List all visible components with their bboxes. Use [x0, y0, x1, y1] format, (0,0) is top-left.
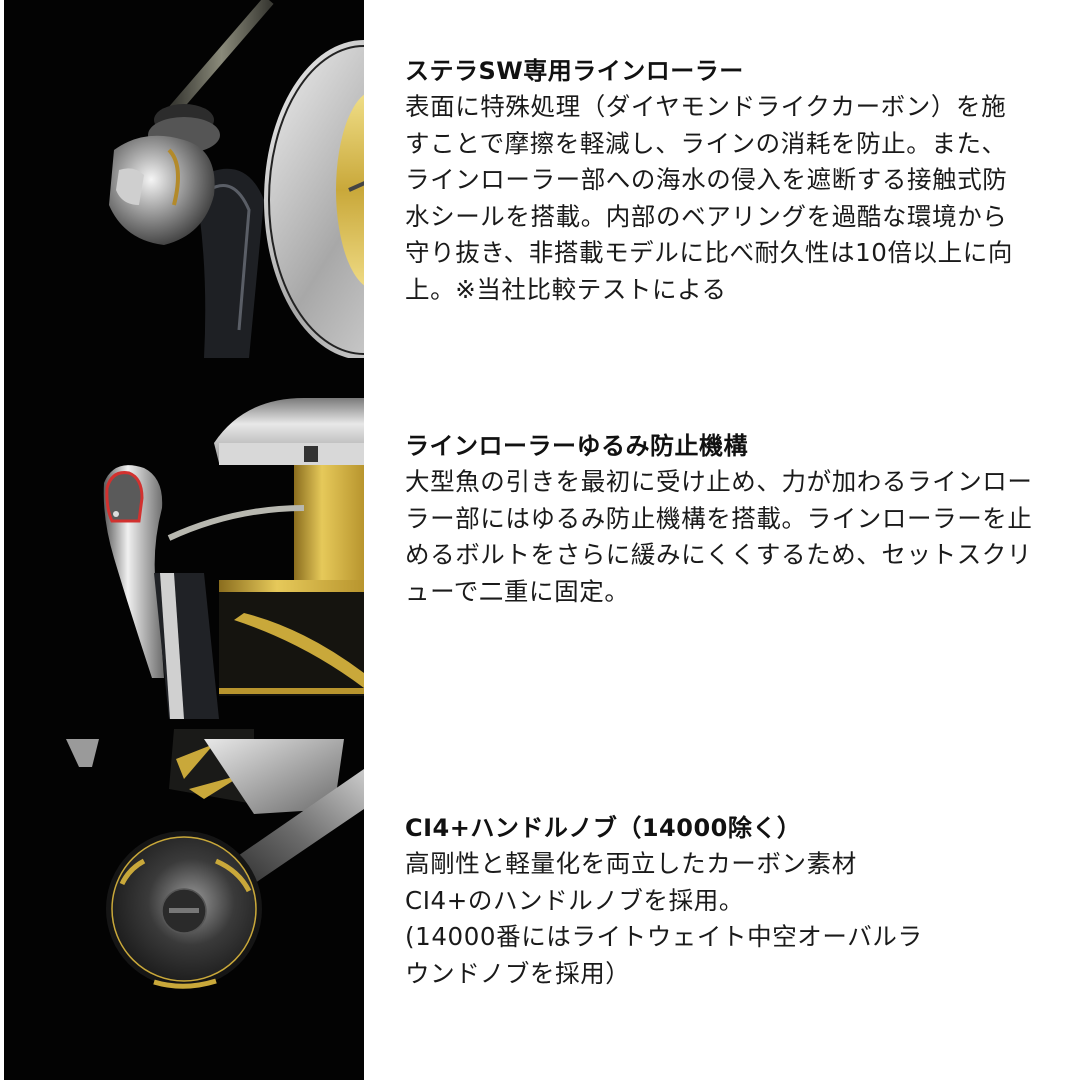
feature-title: ラインローラーゆるみ防止機構 [405, 432, 748, 460]
line-roller-closeup-photo [4, 0, 364, 358]
handle-knob-photo [4, 719, 364, 1080]
feature-handle-knob: CI4+ハンドルノブ（14000除く） 高剛性と軽量化を両立したカーボン素材 C… [405, 810, 1075, 992]
feature-text-line: 大型魚の引きを最初に受け止め、力が加わるラインロー [405, 467, 1033, 496]
feature-text-line: 水シールを搭載。内部のベアリングを過酷な環境から [405, 201, 1008, 231]
feature-text-line: ウンドノブを採用） [405, 958, 631, 988]
feature-line-roller: ステラSW専用ラインローラー 表面に特殊処理（ダイヤモンドライクカーボン）を施 … [405, 53, 1075, 308]
feature-text-line: CI4+のハンドルノブを採用。 [405, 885, 744, 915]
feature-text-line: 表面に特殊処理（ダイヤモンドライクカーボン）を施 [405, 92, 1007, 121]
line-roller-loosening-prevention-photo [4, 358, 364, 719]
reel-handle-knob-illustration [66, 729, 364, 989]
product-photo-column [4, 0, 364, 1080]
feature-text-line: 上。※当社比較テストによる [405, 274, 727, 304]
reel-line-roller-illustration [109, 0, 364, 358]
feature-text-line: 守り抜き、非搭載モデルに比べ耐久性は10倍以上に向 [405, 238, 1013, 267]
feature-title: ステラSW専用ラインローラー [405, 57, 744, 85]
feature-title: CI4+ハンドルノブ（14000除く） [405, 814, 802, 842]
feature-loosening-prevention: ラインローラーゆるみ防止機構 大型魚の引きを最初に受け止め、力が加わるラインロー… [405, 428, 1075, 610]
feature-text-line: すことで摩擦を軽減し、ラインの消耗を防止。また、 [405, 128, 1007, 158]
feature-text-line: ラー部にはゆるみ防止機構を搭載。ラインローラーを止 [405, 503, 1033, 533]
feature-text-line: (14000番にはライトウェイト中空オーバルラ [405, 922, 923, 951]
reel-bail-arm-illustration [103, 398, 364, 719]
feature-text-line: めるボルトをさらに緩みにくくするため、セットスクリ [405, 540, 1033, 569]
feature-text-line: ラインローラー部への海水の侵入を遮断する接触式防 [405, 165, 1008, 194]
feature-text-line: ューで二重に固定。 [405, 576, 630, 606]
feature-text-line: 高剛性と軽量化を両立したカーボン素材 [405, 849, 857, 878]
